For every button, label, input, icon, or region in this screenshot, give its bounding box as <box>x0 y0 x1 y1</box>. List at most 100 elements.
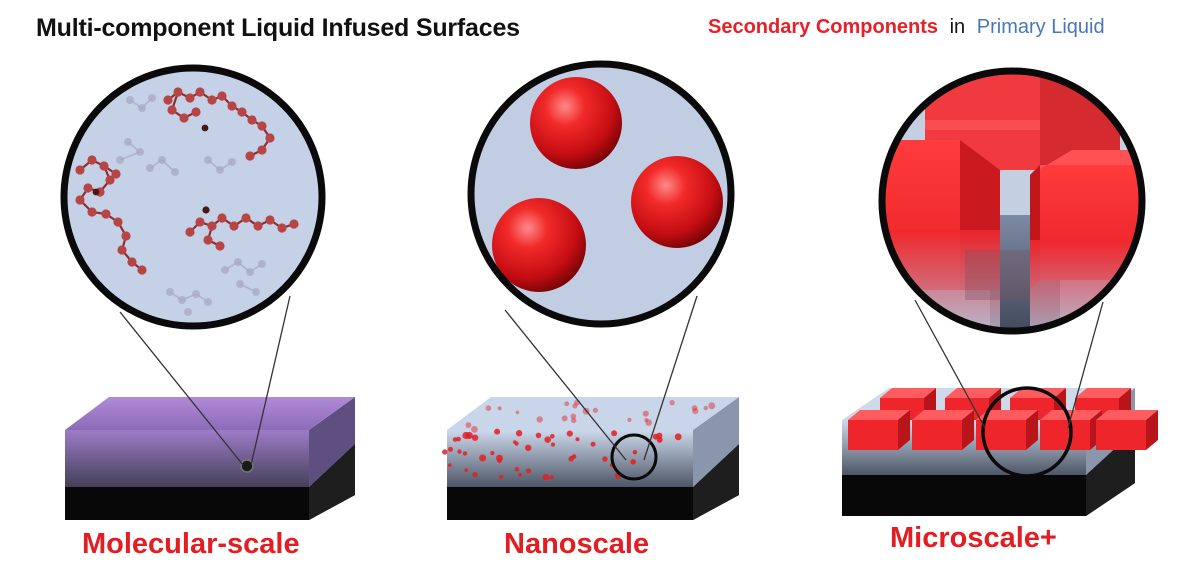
nanoparticle-dot <box>703 405 708 411</box>
nanoparticle-dot <box>515 430 523 437</box>
nanoparticle-dot <box>571 454 577 459</box>
micropillar-face <box>1075 388 1131 398</box>
microscale-zoom-circle <box>878 67 1146 335</box>
label-molecular-scale: Molecular-scale <box>82 528 300 560</box>
legend: Secondary Components in Primary Liquid <box>708 16 1105 39</box>
nanoparticle-dot <box>542 473 550 481</box>
micropillar-face <box>1096 410 1158 420</box>
micropillar-face <box>848 410 910 420</box>
nanoparticle-dot <box>526 468 532 474</box>
nanoparticle-dot <box>590 441 596 447</box>
nanoparticle-dot <box>490 451 495 456</box>
panel-microscale <box>842 67 1158 516</box>
microscale-slab <box>842 386 1158 516</box>
nanoparticle-dot <box>513 440 517 444</box>
nanoparticle-dot <box>515 410 520 415</box>
molecular-slab <box>65 397 355 520</box>
nanoparticles <box>442 399 716 481</box>
nanoparticle-dot <box>514 467 520 472</box>
legend-secondary-components: Secondary Components <box>708 16 939 38</box>
nanoparticle-dot <box>656 432 663 439</box>
microscale-zoom-content <box>882 71 1142 331</box>
nanoparticle-dot <box>561 415 568 422</box>
micropillar-face <box>912 410 974 420</box>
nanoparticle-dot <box>611 430 618 437</box>
nanoparticle-dot <box>674 433 682 441</box>
nanoscale-zoom-content <box>471 64 731 324</box>
nanoparticle-dot <box>464 468 469 472</box>
nanoparticle-dot <box>457 449 462 454</box>
nanoparticle-dot <box>485 405 492 412</box>
nanoparticle-dot <box>496 454 503 462</box>
nanoparticle-dot <box>442 449 448 455</box>
micropillar-face <box>962 410 974 450</box>
nanoparticle-dot <box>471 434 479 441</box>
micropillar-face <box>848 420 898 450</box>
micropillar-face <box>1096 420 1146 450</box>
legend-connector: in <box>949 16 966 38</box>
nanoparticle-dot <box>535 432 542 439</box>
nanoparticle-dot <box>544 436 551 444</box>
nanoscale-zoom-marker <box>610 433 658 481</box>
nanoparticle-dot <box>632 450 638 455</box>
micropillar-face <box>912 420 962 450</box>
label-nanoscale: Nanoscale <box>504 528 650 560</box>
nanoparticle-dot <box>447 463 452 467</box>
nanoparticle-dot <box>708 402 716 410</box>
micropillar-face <box>976 410 1038 420</box>
nanoparticle-dot <box>575 437 580 442</box>
nanoparticle-dot <box>550 434 555 439</box>
nanoparticle-dot <box>602 456 608 462</box>
nanoparticle-dot <box>549 475 554 480</box>
micropillar-face <box>880 388 936 398</box>
nanoparticle-dot <box>494 428 501 435</box>
nanoparticle-dot <box>669 400 675 406</box>
nanoparticle-dot <box>462 431 470 440</box>
nanoparticle-dot <box>572 403 578 409</box>
micropillar-face <box>945 388 1001 398</box>
nanoparticle-dot <box>479 454 487 462</box>
label-microscale: Microscale+ <box>890 522 1057 554</box>
nanoparticle-dot <box>564 401 570 407</box>
nanoparticle-dot <box>471 425 478 433</box>
nanoparticle-dot <box>472 472 478 478</box>
nanoparticle-dot <box>592 407 598 413</box>
nanoparticle-dot <box>465 422 472 428</box>
molecular-zoom-content <box>64 68 322 326</box>
nanoparticle-dot <box>498 474 504 480</box>
micropillar-face <box>1040 420 1090 450</box>
nanoparticle-dot <box>630 459 636 465</box>
nanoscale-zoom-circle <box>467 60 735 328</box>
nanoparticle-dot <box>627 417 632 422</box>
nanoparticle-dot <box>571 417 577 424</box>
nanoparticle-sphere <box>631 156 723 248</box>
nanoparticle-dot <box>518 473 522 477</box>
legend-primary-liquid: Primary Liquid <box>976 16 1105 38</box>
nanoparticle-dot <box>692 408 699 415</box>
nanoparticle-dot <box>691 405 698 411</box>
nanoparticle-dot <box>550 442 556 447</box>
nanoparticle-dot <box>566 430 573 437</box>
panel-molecular-scale <box>60 64 355 520</box>
micropillar-face <box>976 420 1026 450</box>
nanoparticle-dot <box>456 436 461 442</box>
panel-nanoscale <box>442 60 739 520</box>
nanoparticle-dot <box>497 406 502 411</box>
figure-title: Multi-component Liquid Infused Surfaces <box>36 14 520 42</box>
nanoparticle-sphere <box>530 77 622 169</box>
nanoscale-slab <box>442 397 739 520</box>
nanoparticle-dot <box>642 410 649 417</box>
nanoparticle-dot <box>536 416 543 423</box>
microscale-zoom-marker <box>981 386 1073 478</box>
nanoparticle-dot <box>462 451 468 456</box>
nanoparticle-dot <box>525 444 532 451</box>
nanoparticle-dot <box>644 418 649 422</box>
nanoparticle-dot <box>645 419 652 426</box>
micropillar-face <box>1146 410 1158 450</box>
micropillar-face <box>898 410 910 450</box>
nanoparticle-sphere <box>492 198 586 292</box>
nanoparticle-dot <box>448 446 453 452</box>
micropillar-face <box>1026 410 1038 450</box>
molecular-zoom-circle <box>60 64 326 330</box>
